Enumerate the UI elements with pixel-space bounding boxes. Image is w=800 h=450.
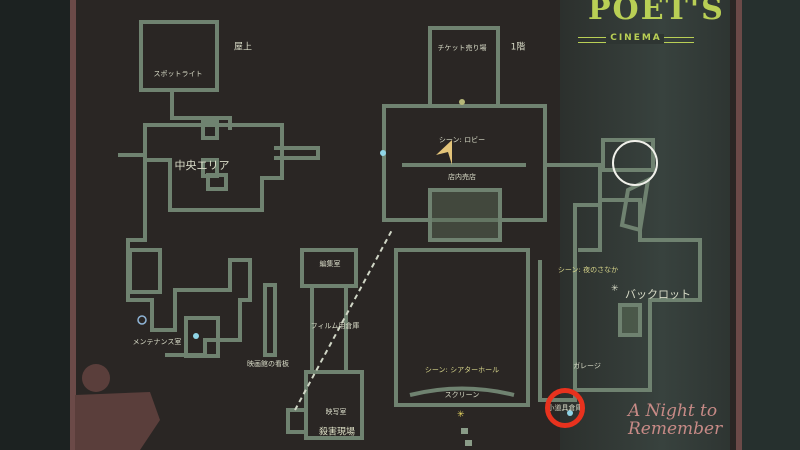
path-line xyxy=(294,229,393,411)
room-backlot[interactable]: バックロット xyxy=(625,288,691,301)
question-icon xyxy=(137,315,147,325)
lobby-room xyxy=(382,104,547,222)
room-theater-scene[interactable]: シーン: シアターホール xyxy=(424,366,500,374)
objective-marker[interactable] xyxy=(545,388,585,428)
hub-dot-icon xyxy=(459,99,465,105)
poster-title: POET'S xyxy=(588,0,725,27)
floor-label-roof: 屋上 xyxy=(233,42,253,53)
projection-room xyxy=(304,370,364,440)
room-concession[interactable]: 店内売店 xyxy=(448,173,476,181)
room-maintenance[interactable]: メンテナンス室 xyxy=(132,338,182,346)
central-area-room xyxy=(143,123,284,212)
ticket-booth xyxy=(428,26,500,108)
room-central-area[interactable]: 中央エリア xyxy=(174,159,230,172)
room-murder-scene[interactable]: 殺害現場 xyxy=(318,427,356,438)
spotlight-room xyxy=(139,20,219,92)
camera-icon xyxy=(75,392,160,450)
player-arrow-icon xyxy=(436,140,452,165)
theater-hall xyxy=(394,248,530,407)
film-reel-icon xyxy=(82,364,110,392)
room-film-storage[interactable]: フィルム用倉庫 xyxy=(310,322,360,330)
editing-room xyxy=(300,248,358,288)
lock-icon xyxy=(461,428,468,434)
room-garage[interactable]: ガレージ xyxy=(573,362,601,370)
room-lobby-scene[interactable]: シーン: ロビー xyxy=(438,136,486,144)
save-point-icon xyxy=(193,333,199,339)
lock-icon xyxy=(465,440,472,446)
room-screen[interactable]: スクリーン xyxy=(444,391,480,399)
room-cinema-sign[interactable]: 映画館の看板 xyxy=(247,360,289,368)
sun-icon: ✳ xyxy=(611,284,619,294)
room-spotlight[interactable]: スポットライト xyxy=(153,70,203,78)
poster-subtitle: CINEMA xyxy=(610,33,662,43)
background-left xyxy=(0,0,80,450)
focus-circle xyxy=(612,140,658,186)
room-ticket-booth[interactable]: チケット売り場 xyxy=(437,44,487,52)
floor-label-first: 1階 xyxy=(510,42,526,53)
poster-tagline: A Night to Remember xyxy=(628,401,723,439)
save-point-icon xyxy=(380,150,386,156)
divider-gap xyxy=(606,34,664,44)
sun-icon: ✳ xyxy=(457,410,465,420)
poster-right-panel xyxy=(560,0,730,450)
room-midnight-scene[interactable]: シーン: 夜のさなか xyxy=(557,266,619,274)
room-editing[interactable]: 編集室 xyxy=(319,260,341,268)
room-projection[interactable]: 映写室 xyxy=(325,408,347,416)
